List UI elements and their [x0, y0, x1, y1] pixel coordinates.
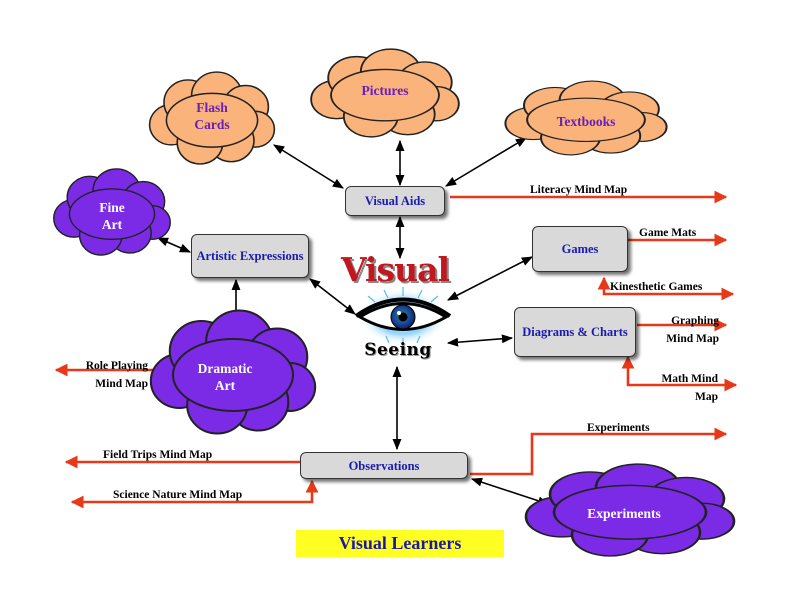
visual-title: Visual: [340, 250, 450, 289]
diagrams-charts-node: Diagrams & Charts: [514, 307, 636, 357]
arrow-flashcards-visualaids: [273, 144, 344, 189]
dramatic-art-label: Dramatic Art: [197, 361, 253, 393]
field-trips-mind-map-label: Field Trips Mind Map: [103, 449, 213, 461]
visual-learners-caption: Visual Learners: [296, 530, 504, 557]
arrow-artistic-center: [309, 278, 356, 315]
red-arrow-kinesthetic: [597, 276, 735, 301]
pictures-label: Pictures: [361, 82, 409, 98]
game-mats-label: Game Mats: [639, 227, 697, 239]
red-arrow-science-nature: [70, 479, 319, 509]
observations-node: Observations: [300, 452, 468, 479]
visual-aids-node: Visual Aids: [345, 186, 445, 216]
arrow-textbooks-visualaids: [445, 137, 527, 187]
arrow-fineart-artistic: [156, 237, 192, 253]
artistic-expressions-node: Artistic Expressions: [191, 234, 309, 278]
flash-cards-label: Flash Cards: [194, 100, 230, 132]
science-nature-mind-map-label: Science Nature Mind Map: [113, 489, 243, 501]
fine-art-label: Fine Art: [99, 200, 125, 232]
red-arrow-math: [621, 355, 738, 392]
graphing-mind-map-label: Graphing Mind Map: [666, 315, 719, 345]
red-arrow-experiments: [470, 427, 728, 476]
experiments-link-label: Experiments: [587, 422, 650, 434]
arrow-diagrams-center: [446, 334, 514, 347]
seeing-label: Seeing: [364, 340, 432, 360]
literacy-mind-map-label: Literacy Mind Map: [530, 184, 628, 196]
role-playing-mind-map-label: Role Playing Mind Map: [85, 360, 148, 390]
games-node: Games: [532, 226, 628, 272]
textbooks-label: Textbooks: [556, 113, 616, 129]
arrow-games-center: [447, 256, 533, 301]
kinesthetic-games-label: Kinesthetic Games: [610, 281, 703, 293]
experiments-cloud-label: Experiments: [587, 505, 661, 521]
math-mind-map-label: Math Mind Map: [661, 373, 718, 403]
arrow-observations-experiments: [470, 477, 550, 506]
eye-icon: [354, 287, 452, 346]
